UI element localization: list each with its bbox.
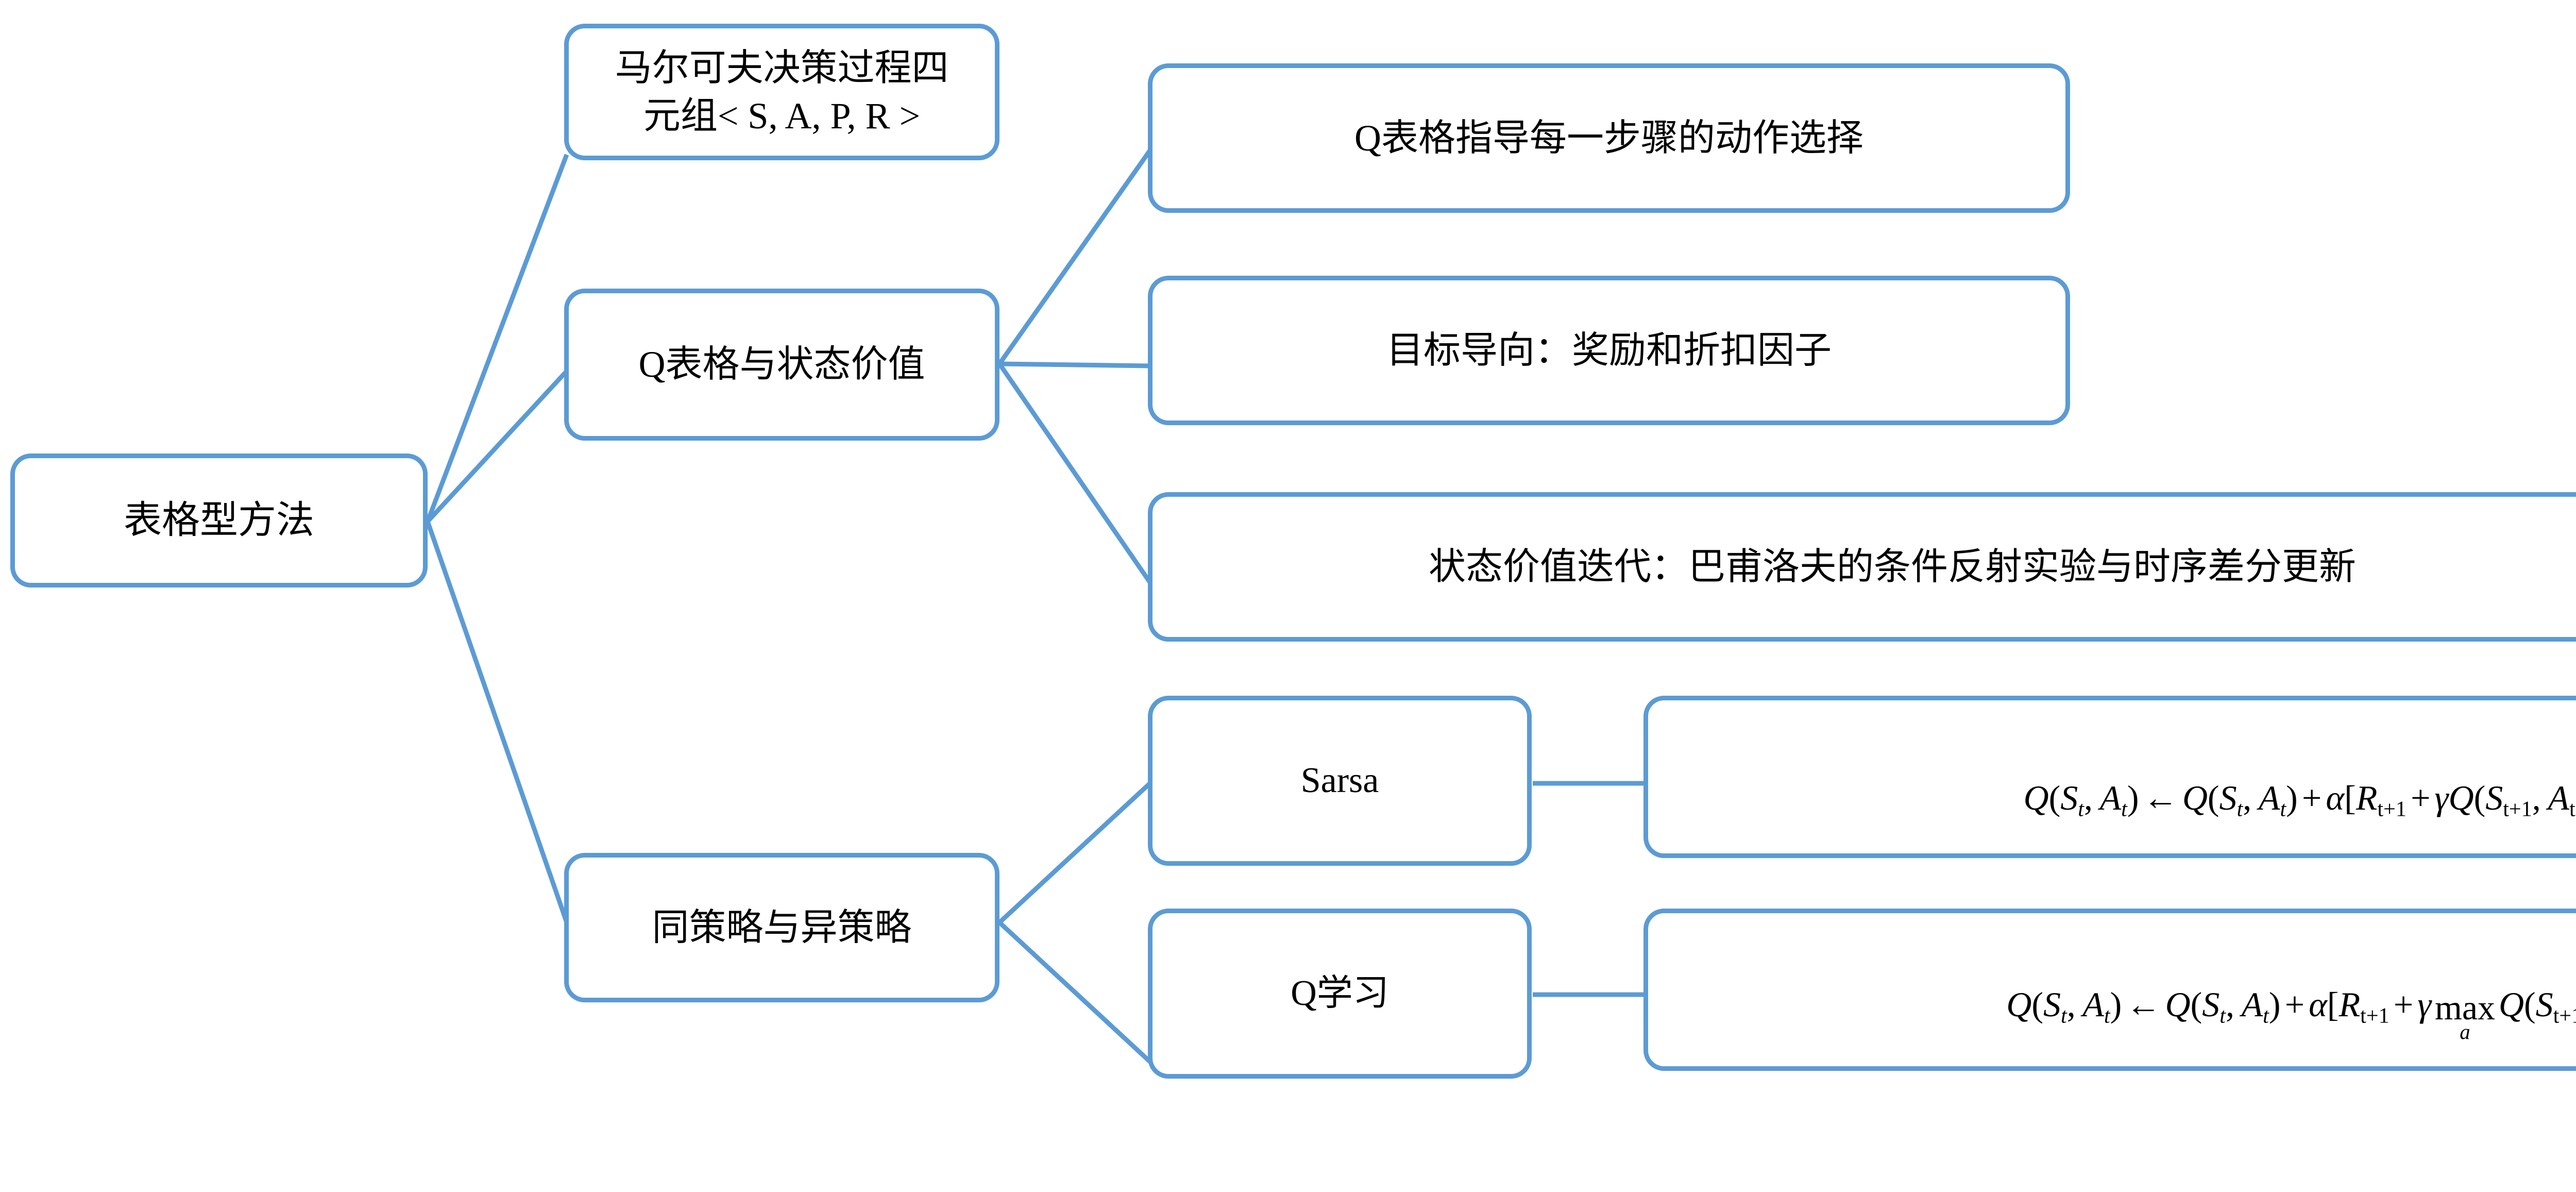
connector-policy-to-qlearning bbox=[997, 920, 1152, 1064]
node-sarsa[interactable]: Sarsa bbox=[1148, 696, 1532, 866]
node-root-label: 表格型方法 bbox=[124, 499, 314, 542]
node-q-learning-label: Q学习 bbox=[1291, 973, 1389, 1014]
connector-policy-to-sarsa bbox=[997, 781, 1152, 925]
node-sarsa-formula-label: Q(St, At)←Q(St, At)+α[Rt+1+γQ(St+1, At+1… bbox=[2023, 778, 2576, 821]
node-on-off-policy-label: 同策略与异策略 bbox=[652, 906, 912, 948]
connector-root-to-qtable bbox=[426, 369, 569, 524]
connector-root-to-mdp bbox=[425, 154, 569, 523]
node-sarsa-formula[interactable]: Q(St, At)←Q(St, At)+α[Rt+1+γQ(St+1, At+1… bbox=[1643, 696, 2576, 858]
node-goal-oriented[interactable]: 目标导向：奖励和折扣因子 bbox=[1148, 276, 2070, 425]
node-q-guide[interactable]: Q表格指导每一步骤的动作选择 bbox=[1148, 63, 2070, 213]
node-state-value-iteration-label: 状态价值迭代：巴甫洛夫的条件反射实验与时序差分更新 bbox=[1428, 546, 2356, 587]
node-goal-oriented-label: 目标导向：奖励和折扣因子 bbox=[1386, 329, 1832, 371]
connector-root-to-policy bbox=[425, 521, 569, 924]
node-mdp[interactable]: 马尔可夫决策过程四 元组< S, A, P, R > bbox=[564, 24, 999, 160]
node-sarsa-label: Sarsa bbox=[1300, 761, 1379, 801]
node-q-table-state-value[interactable]: Q表格与状态价值 bbox=[564, 289, 999, 441]
node-mdp-label: 马尔可夫决策过程四 元组< S, A, P, R > bbox=[615, 47, 949, 137]
node-root[interactable]: 表格型方法 bbox=[10, 454, 428, 587]
node-q-table-state-value-label: Q表格与状态价值 bbox=[638, 344, 925, 385]
connector-qtable-to-q-guide bbox=[997, 149, 1152, 365]
node-state-value-iteration[interactable]: 状态价值迭代：巴甫洛夫的条件反射实验与时序差分更新 bbox=[1148, 492, 2576, 642]
node-on-off-policy[interactable]: 同策略与异策略 bbox=[564, 853, 999, 1002]
node-q-learning[interactable]: Q学习 bbox=[1148, 909, 1532, 1079]
connector-qtable-to-goal bbox=[999, 361, 1150, 368]
node-q-guide-label: Q表格指导每一步骤的动作选择 bbox=[1354, 117, 1863, 159]
node-q-learning-formula[interactable]: Q(St, At)←Q(St, At)+α[Rt+1+γmaxaQ(St+1, … bbox=[1643, 909, 2576, 1071]
node-q-learning-formula-label: Q(St, At)←Q(St, At)+α[Rt+1+γmaxaQ(St+1, … bbox=[2006, 985, 2576, 1044]
connector-qtable-to-state-value bbox=[997, 362, 1152, 584]
